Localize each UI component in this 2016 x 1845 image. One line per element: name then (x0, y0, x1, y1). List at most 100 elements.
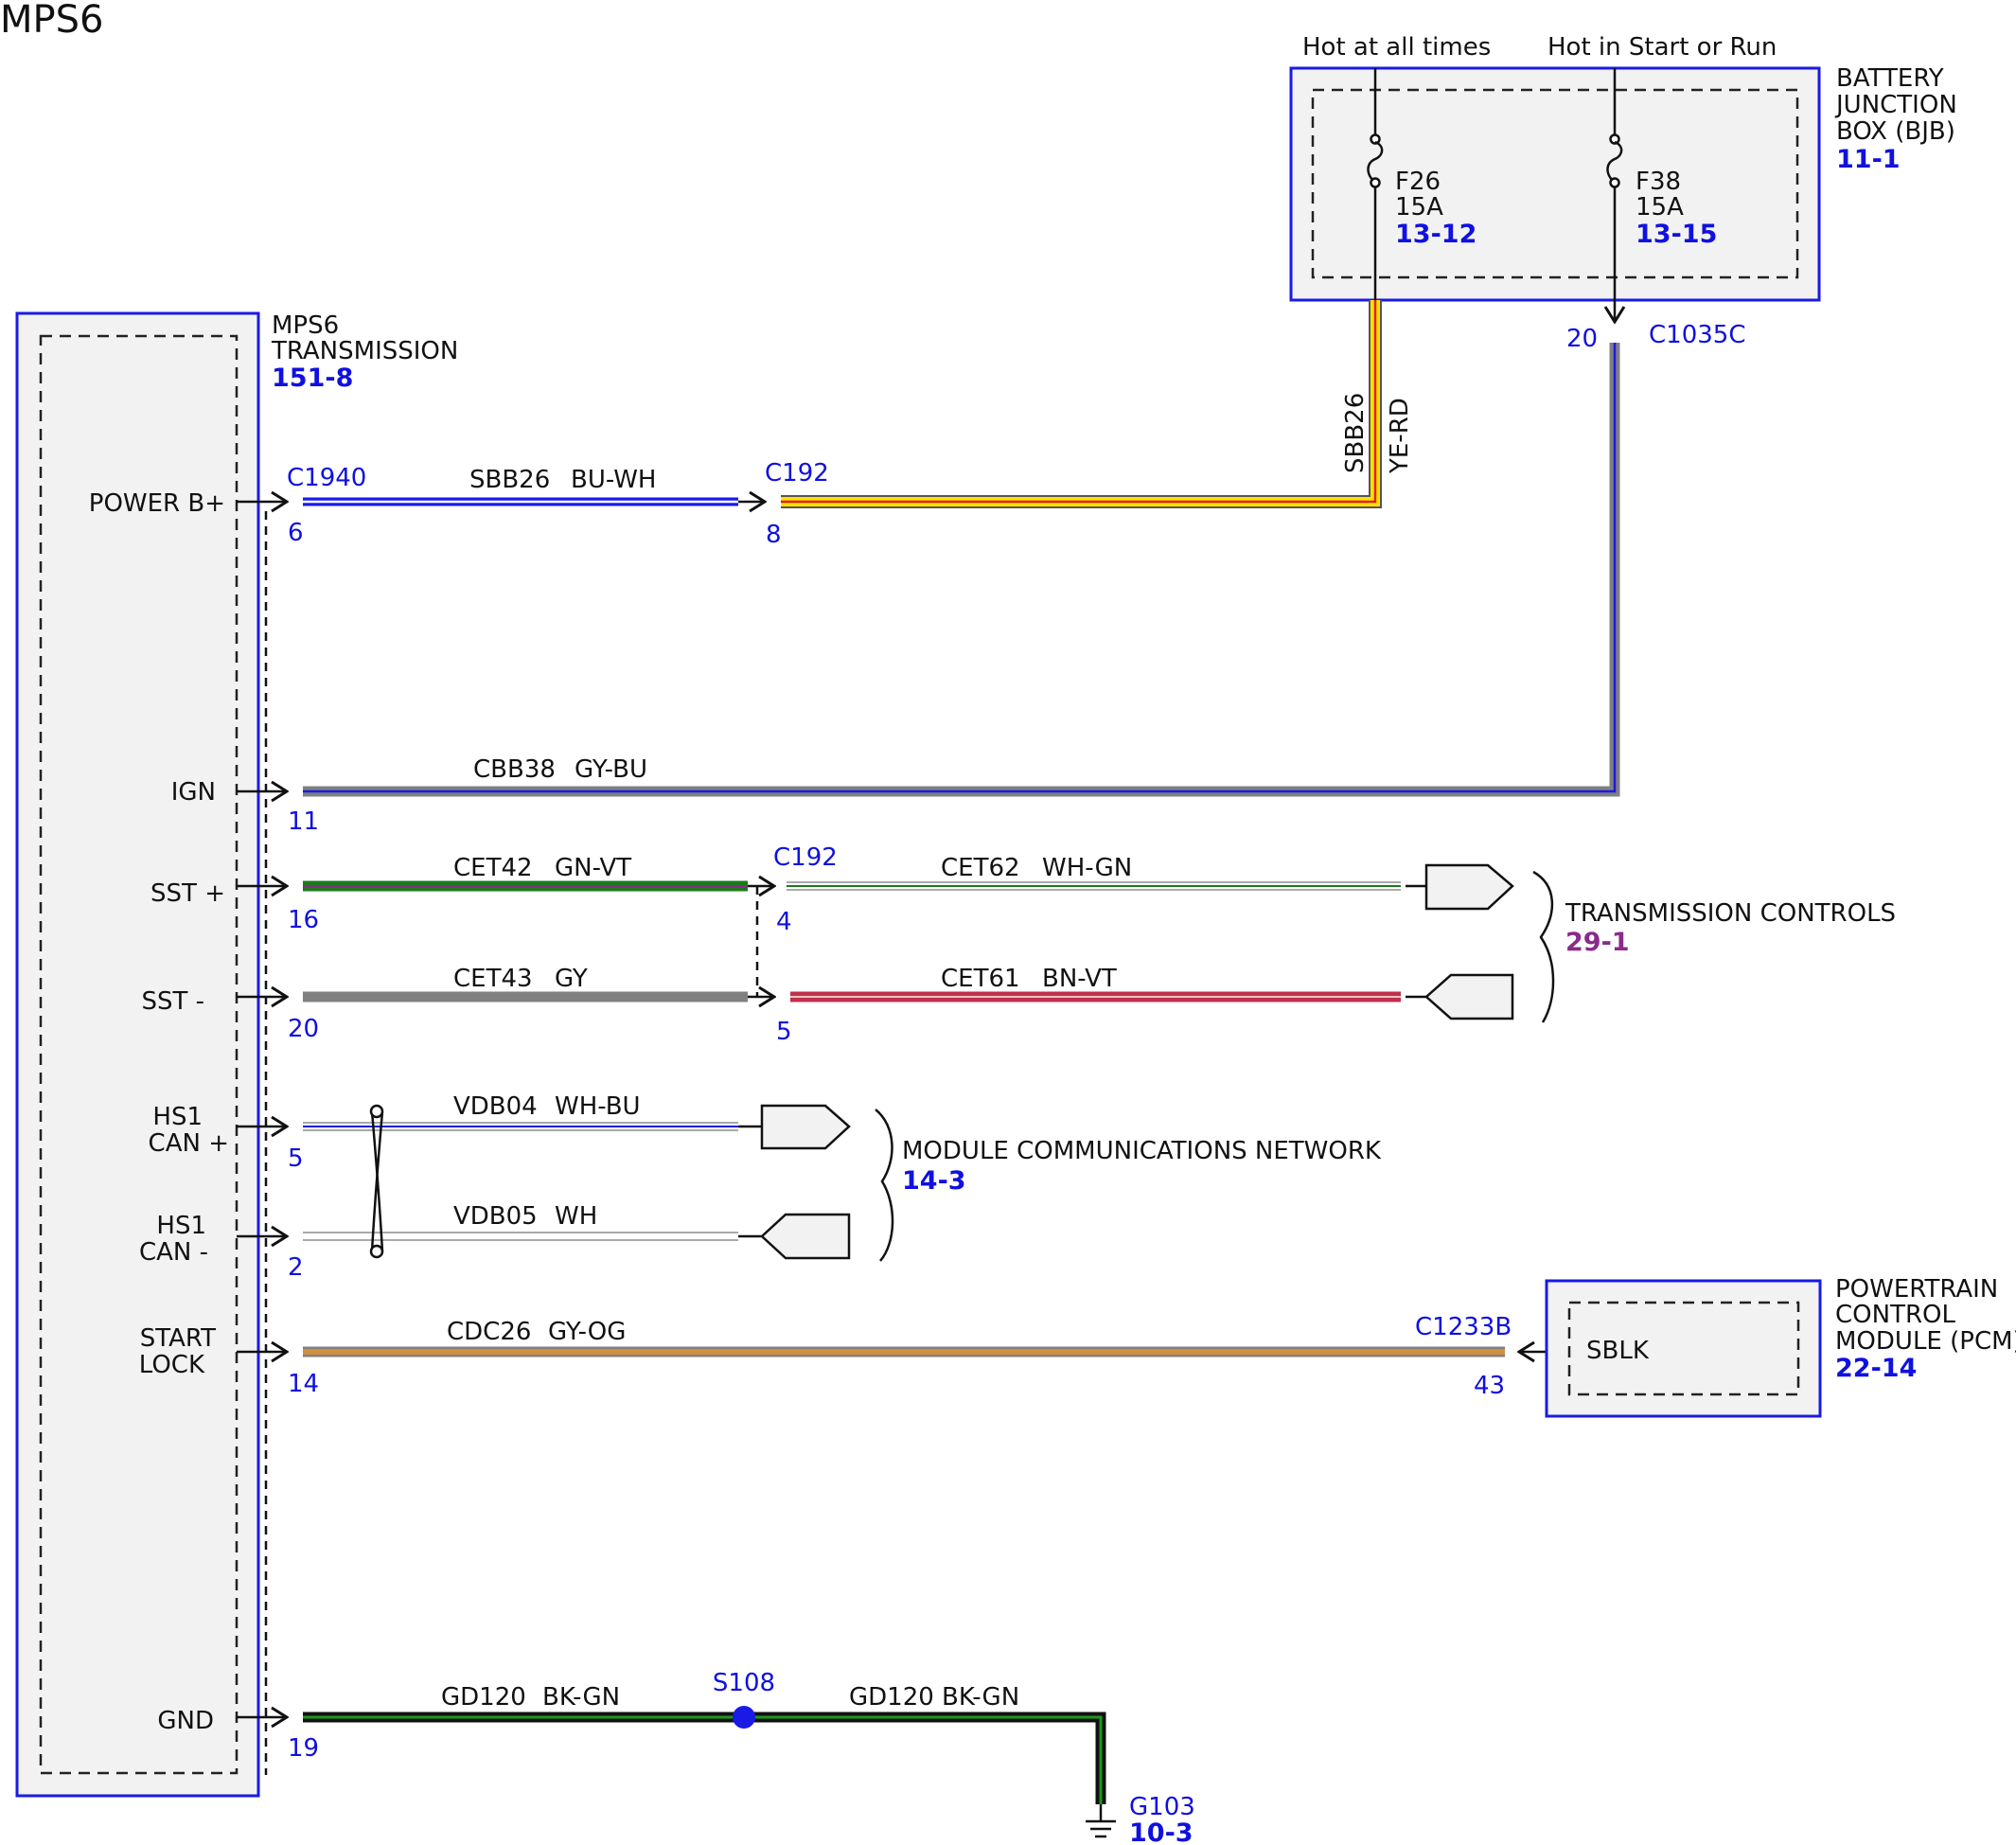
wire-cet43-circuit: CET43 (453, 965, 533, 993)
wire-cet62-circuit: CET62 (941, 854, 1020, 882)
wire-gd120-a-color: BK-GN (542, 1683, 620, 1712)
wire-gd120-b-label: GD120 BK-GN (849, 1683, 1019, 1712)
wire-cdc26-color: GY-OG (548, 1318, 626, 1346)
pcm-label-1: POWERTRAIN (1835, 1275, 1998, 1304)
pin-label-hs1-minus-2: CAN - (139, 1238, 208, 1267)
wire-cet61-circuit: CET61 (941, 965, 1020, 993)
connector-c192-a: C192 (765, 459, 829, 488)
bjb-pin: 20 (1566, 325, 1598, 353)
mcn-ref[interactable]: 14-3 (902, 1166, 966, 1196)
bjb-ref[interactable]: 11-1 (1836, 145, 1901, 174)
pin-label-start-1: START (140, 1324, 216, 1353)
wire-cbb38-circuit: CBB38 (473, 755, 556, 784)
wire-cet42-circuit: CET42 (453, 854, 533, 882)
connector-c1940: C1940 (287, 464, 366, 492)
transmission-module-box (15, 311, 260, 1798)
splice-s108-dot (733, 1706, 755, 1729)
pin-number-gnd: 19 (288, 1734, 319, 1763)
bjb-hot-always: Hot at all times (1302, 33, 1491, 62)
pin-label-power: POWER B+ (89, 489, 225, 518)
fuse-f38-ref[interactable]: 13-15 (1636, 220, 1717, 249)
pin-number-can-minus: 2 (288, 1253, 304, 1282)
ground-ref[interactable]: 10-3 (1129, 1818, 1194, 1845)
bjb-label-2: JUNCTION (1834, 91, 1957, 119)
mcn-plug-out (760, 1104, 851, 1150)
bjb-label-1: BATTERY (1836, 64, 1944, 93)
bjb-hot-start-run: Hot in Start or Run (1547, 33, 1777, 62)
wire-sbb26-vert-circuit: SBB26 (1341, 393, 1370, 473)
pcm-pin-label: SBLK (1586, 1337, 1650, 1365)
pin-label-sst-plus: SST + (150, 879, 225, 908)
fuse-f26-ref[interactable]: 13-12 (1395, 220, 1477, 249)
ground-symbol (1086, 1804, 1116, 1838)
transmission-ref[interactable]: 151-8 (272, 364, 353, 393)
pcm-label-3: MODULE (PCM) (1835, 1327, 2016, 1356)
wire-cbb38-gy-bu (303, 343, 1620, 797)
transmission-label-2: TRANSMISSION (271, 337, 458, 365)
wire-vdb05-color: WH (555, 1202, 597, 1231)
twisted-pair-symbol (369, 1104, 384, 1259)
connector-c1233b: C1233B (1415, 1313, 1512, 1341)
wire-cdc26-circuit: CDC26 (447, 1318, 531, 1346)
connector-c192-a-pin: 8 (766, 521, 782, 549)
tc-plug-in (1424, 973, 1514, 1020)
connector-c1233b-pin: 43 (1474, 1372, 1505, 1400)
transmission-module-inner (39, 334, 239, 1775)
pcm-ref[interactable]: 22-14 (1835, 1354, 1917, 1383)
pin-number-sst-plus: 16 (288, 906, 319, 934)
pin-label-ign: IGN (171, 778, 216, 807)
wire-vdb05-circuit: VDB05 (453, 1202, 538, 1231)
connector-c1035c: C1035C (1649, 321, 1745, 349)
pcm-inner (1567, 1301, 1800, 1396)
wire-sbb26-circuit: SBB26 (469, 466, 550, 494)
wire-gd120-bk-gn (303, 1712, 1106, 1804)
pin-label-gnd: GND (157, 1707, 214, 1735)
pin-label-start-2: LOCK (139, 1351, 205, 1379)
wire-cbb38-color: GY-BU (575, 755, 647, 784)
pin-number-sst-minus: 20 (288, 1015, 319, 1043)
pin-number-start: 14 (288, 1370, 319, 1398)
wire-vdb04-color: WH-BU (555, 1092, 641, 1121)
pin-number-can-plus: 5 (288, 1144, 304, 1173)
mcn-label: MODULE COMMUNICATIONS NETWORK (902, 1137, 1382, 1165)
fuse-f26-rating: 15A (1395, 193, 1443, 222)
pin-number-power: 6 (288, 519, 304, 547)
connector-c192-b-pin-1: 4 (776, 908, 792, 936)
splice-s108-label: S108 (713, 1669, 775, 1697)
transmission-label-1: MPS6 (272, 311, 339, 340)
pin-label-hs1-plus-2: CAN + (149, 1129, 229, 1158)
pin-label-hs1-minus-1: HS1 (156, 1212, 206, 1240)
pcm-label-2: CONTROL (1835, 1301, 1955, 1329)
fuse-f38-name: F38 (1636, 168, 1681, 196)
pin-label-sst-minus: SST - (141, 987, 204, 1016)
wire-cet61-color: BN-VT (1042, 965, 1117, 993)
mcn-brace (875, 1109, 894, 1262)
connector-c192-b-pin-2: 5 (776, 1018, 792, 1046)
tc-plug-out (1424, 863, 1514, 911)
wire-cet42-color: GN-VT (555, 854, 631, 882)
mcn-plug-in (760, 1213, 851, 1260)
page-title: MPS6 (0, 0, 103, 42)
fuse-f26-name: F26 (1395, 168, 1441, 196)
bjb-label-3: BOX (BJB) (1836, 117, 1955, 146)
wire-sbb26-color: BU-WH (571, 466, 656, 494)
fuse-f38-rating: 15A (1636, 193, 1684, 222)
wire-cet43-color: GY (555, 965, 588, 993)
wire-sbb26-ye-rd (781, 300, 1382, 508)
pin-number-ign: 11 (288, 807, 319, 836)
pin-label-hs1-plus-1: HS1 (152, 1103, 203, 1131)
wire-vdb04-circuit: VDB04 (453, 1092, 538, 1121)
connector-c192-b: C192 (773, 843, 838, 872)
transmission-controls-ref[interactable]: 29-1 (1565, 928, 1630, 957)
tc-brace (1532, 870, 1555, 1023)
fuse-f26 (1367, 68, 1384, 300)
wire-cet62-color: WH-GN (1042, 854, 1132, 882)
wire-gd120-a-circuit: GD120 (441, 1683, 526, 1712)
ground-name: G103 (1129, 1793, 1195, 1821)
bjb-inner (1311, 88, 1799, 279)
wire-sbb26-vert-color: YE-RD (1386, 398, 1414, 474)
fuse-f38 (1607, 68, 1621, 322)
transmission-controls-label: TRANSMISSION CONTROLS (1565, 899, 1896, 928)
pin-stubs (237, 502, 287, 1717)
